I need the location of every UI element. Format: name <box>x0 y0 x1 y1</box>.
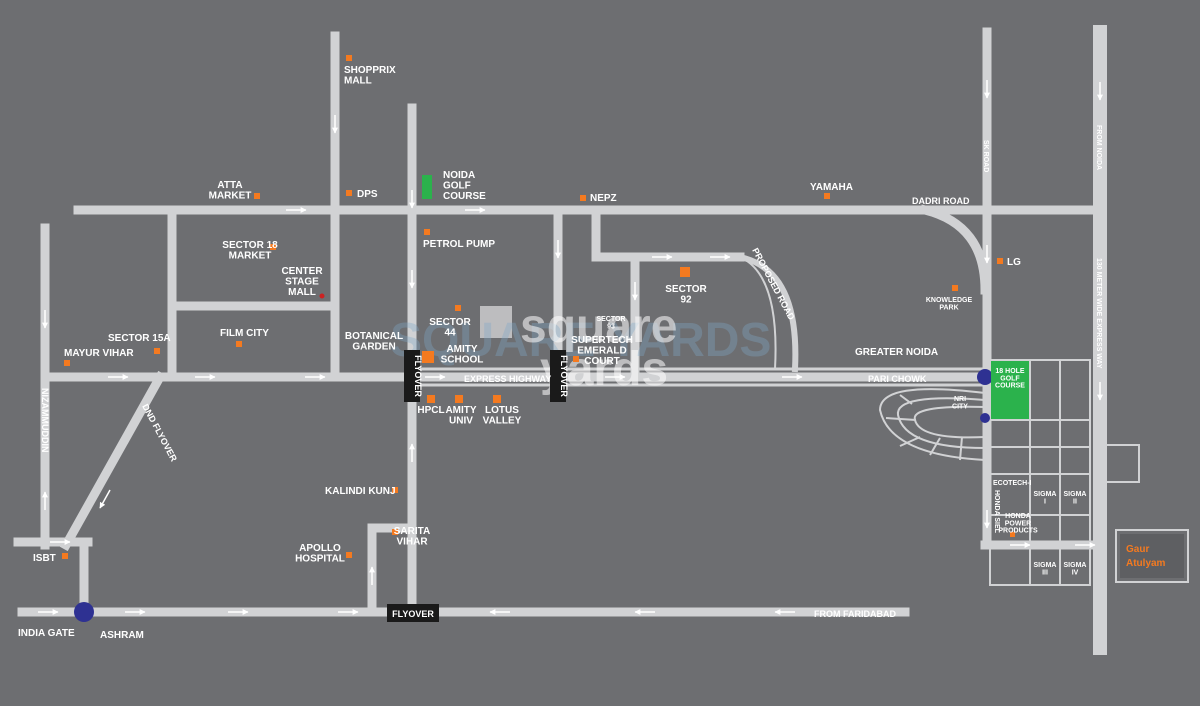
place-markers <box>62 55 1015 559</box>
sector-grid <box>878 359 1140 586</box>
label-isbt: ISBT <box>33 553 56 564</box>
label-from-faridabad: FROM FARIDABAD <box>814 609 896 619</box>
watermark-line1: square <box>520 300 677 353</box>
label-nepz: NEPZ <box>590 193 617 204</box>
svg-text:FLYOVER: FLYOVER <box>392 609 434 619</box>
label-honda-siel: HONDA SIEL <box>993 490 1000 534</box>
svg-text:FLYOVER: FLYOVER <box>559 355 569 397</box>
svg-text:FLYOVER: FLYOVER <box>413 355 423 397</box>
junction-nri-city <box>980 413 990 423</box>
label-greater-noida: GREATER NOIDA <box>855 347 938 358</box>
label-sk-road: SK ROAD <box>982 140 989 172</box>
destination-gaur-atulyam[interactable]: Gaur Atulyam <box>1115 529 1189 583</box>
noida-golf-course-marker <box>422 175 432 199</box>
label-express-highway: EXPRESS HIGHWAY <box>464 374 551 384</box>
label-dnd-flyover: DND FLYOVER <box>140 402 179 463</box>
label-film-city: FILM CITY <box>220 328 269 339</box>
label-dps: DPS <box>357 189 378 200</box>
flyover-express-highway-east: FLYOVER <box>550 350 569 402</box>
destination-line2: Atulyam <box>1126 558 1166 569</box>
destination-line1: Gaur <box>1126 544 1149 555</box>
label-petrol-pump: PETROL PUMP <box>423 239 495 250</box>
label-ecotech: ECOTECH-I <box>993 480 1032 487</box>
label-india-gate: INDIA GATE <box>18 628 75 639</box>
label-pari-chowk: PARI CHOWK <box>868 374 927 384</box>
label-sector-15a: SECTOR 15A <box>108 333 171 344</box>
label-lg: LG <box>1007 257 1021 268</box>
label-kalindi-kunj: KALINDI KUNJ <box>325 486 396 497</box>
label-yamaha: YAMAHA <box>810 182 853 193</box>
junction-india-gate <box>74 602 94 622</box>
label-dadri-road: DADRI ROAD <box>912 196 970 206</box>
label-from-noida: FROM NOIDA <box>1095 125 1102 170</box>
flyover-express-highway-west: FLYOVER <box>404 350 423 402</box>
label-expressway-130: 130 METER WIDE EXPRESS WAY <box>1095 258 1102 369</box>
junction-pari-chowk <box>977 369 993 385</box>
label-mayur-vihar: MAYUR VIHAR <box>64 348 134 359</box>
label-hpcl: HPCL <box>417 405 444 416</box>
label-ashram: ASHRAM <box>100 630 144 641</box>
watermark-ghost: SQUARE YARDS <box>390 314 771 367</box>
direction-arrows <box>38 80 1103 615</box>
label-nizammuddin: NIZAMMUDDIN <box>40 388 50 453</box>
flyover-faridabad: FLYOVER <box>387 604 439 622</box>
hole-golf-course-area <box>991 361 1029 419</box>
